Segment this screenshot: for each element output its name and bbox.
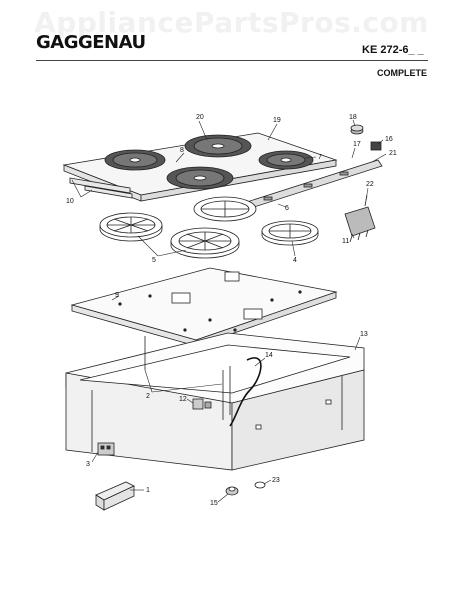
callout-14: 14 xyxy=(265,352,273,359)
burner-front-large xyxy=(166,166,234,190)
callout-21: 21 xyxy=(389,150,397,157)
callout-15: 15 xyxy=(210,500,218,507)
callout-1: 1 xyxy=(146,487,150,494)
callout-2: 2 xyxy=(146,393,150,400)
callout-20: 20 xyxy=(196,114,204,121)
callout-12: 12 xyxy=(179,396,187,403)
clip-ring xyxy=(254,481,266,489)
burner-left xyxy=(104,149,166,171)
callout-8: 8 xyxy=(180,147,184,154)
callout-23: 23 xyxy=(272,477,280,484)
mounting-bracket xyxy=(95,481,135,511)
heating-element-rear xyxy=(193,196,257,222)
callout-7: 7 xyxy=(318,154,322,161)
trim-strip xyxy=(69,177,133,199)
callout-5: 5 xyxy=(152,257,156,264)
energy-regulator xyxy=(344,194,376,243)
heating-element-right xyxy=(261,220,319,246)
wiring-harness xyxy=(229,357,262,427)
callout-4: 4 xyxy=(293,257,297,264)
callout-10: 10 xyxy=(66,198,74,205)
callout-17: 17 xyxy=(353,141,361,148)
callout-19: 19 xyxy=(273,117,281,124)
callout-13: 13 xyxy=(360,331,368,338)
callout-22: 22 xyxy=(366,181,374,188)
callout-16: 16 xyxy=(385,136,393,143)
model-number: KE 272-6_ _ xyxy=(362,44,424,56)
heating-element-center xyxy=(170,227,240,259)
leader-lines xyxy=(71,119,387,503)
callout-18: 18 xyxy=(349,114,357,121)
callout-9: 9 xyxy=(115,292,119,299)
control-knob xyxy=(350,124,364,135)
brand-logo: GAGGENAU xyxy=(36,32,146,53)
spacer-posts xyxy=(144,336,231,420)
burner-rear-large xyxy=(184,134,252,158)
burner-right xyxy=(258,150,314,170)
section-title: COMPLETE xyxy=(377,68,428,78)
switch-part xyxy=(370,141,382,151)
callout-11: 11 xyxy=(342,238,349,245)
watermark: AppliancePartsPros.com xyxy=(34,6,429,39)
callout-6: 6 xyxy=(285,205,289,212)
callout-3: 3 xyxy=(86,461,90,468)
callout-labels: 20 19 8 7 18 16 17 21 22 10 6 5 4 11 9 1… xyxy=(66,114,397,507)
terminal-block xyxy=(192,398,212,410)
heating-element-left xyxy=(99,212,163,242)
grommet xyxy=(225,486,239,496)
header-rule xyxy=(36,60,428,61)
connector-block xyxy=(97,442,115,456)
